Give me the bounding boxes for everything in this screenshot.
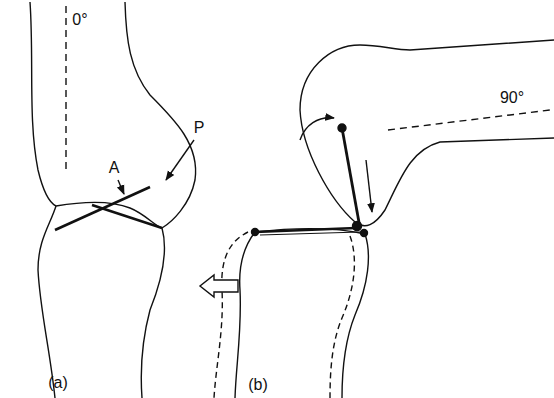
attachment-dot — [252, 229, 259, 236]
displaced-tibia — [214, 232, 248, 398]
femur-outline — [300, 110, 554, 226]
panel-label: (a) — [48, 375, 68, 391]
tibia-outline — [235, 232, 255, 398]
rotation-arrow — [300, 118, 334, 140]
angle-label: 90° — [500, 90, 524, 106]
ligament-label: P — [194, 120, 205, 136]
leader-line — [118, 180, 124, 194]
femur-outline — [300, 40, 554, 110]
ligament — [342, 128, 360, 228]
axis-line — [388, 110, 550, 130]
ligament — [260, 232, 360, 235]
displaced-tibia — [330, 236, 354, 398]
ligament — [92, 205, 162, 228]
angle-label: 0° — [72, 12, 87, 28]
attachment-dot — [338, 124, 346, 132]
ligament-label: A — [109, 160, 120, 176]
leader-line — [166, 140, 194, 180]
tibia-outline — [141, 228, 164, 398]
translation-arrow — [200, 275, 238, 297]
axis-line — [65, 6, 66, 170]
attachment-dot — [353, 222, 362, 231]
tibia-plateau — [255, 229, 365, 235]
tibia-outline — [38, 206, 56, 398]
panel-label: (b) — [248, 377, 268, 393]
ligament — [255, 228, 356, 232]
tension-arrow — [366, 160, 372, 212]
attachment-dot — [361, 230, 368, 237]
femur-outline — [30, 2, 56, 206]
tibia-outline — [342, 234, 368, 398]
